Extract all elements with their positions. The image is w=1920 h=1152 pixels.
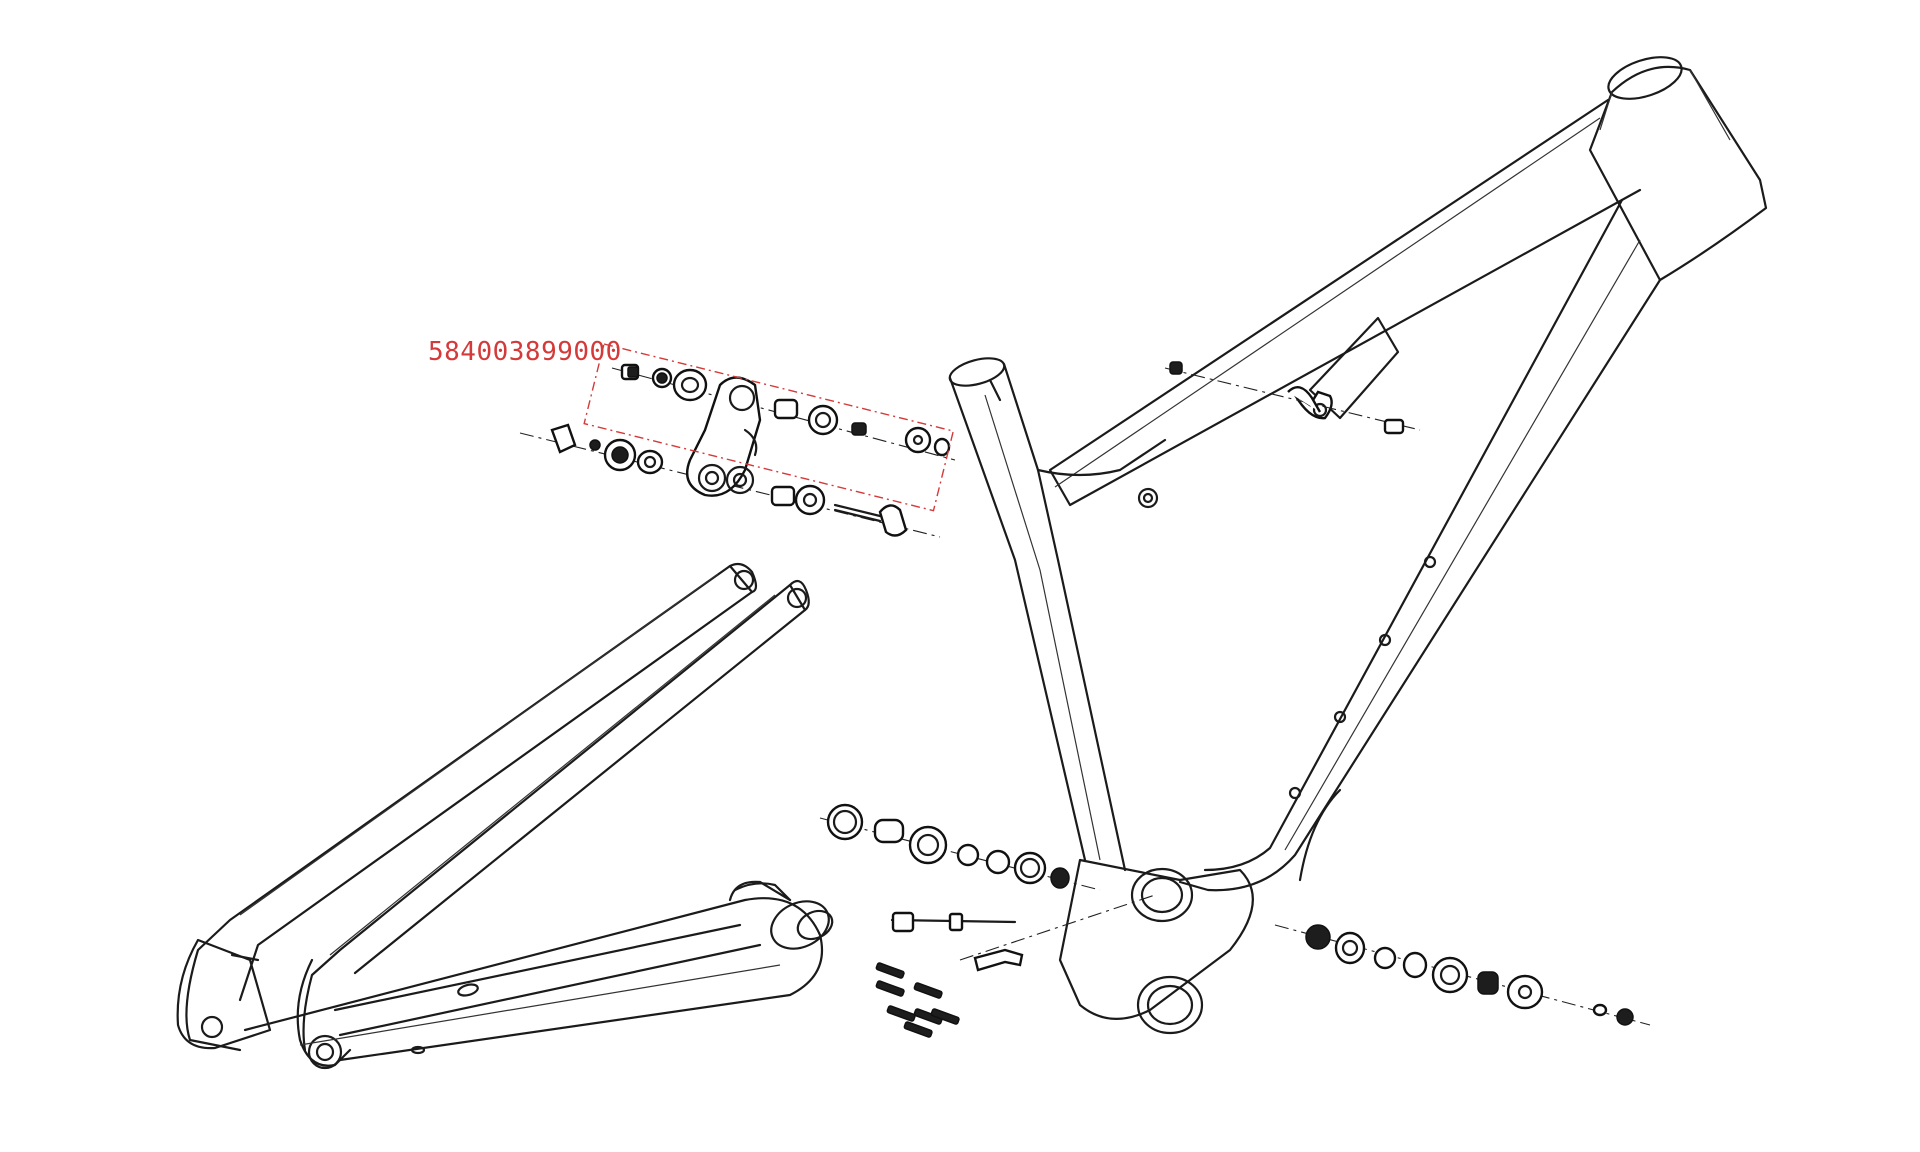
chain-stays <box>243 880 834 1062</box>
bb-hardware <box>1274 924 1651 1026</box>
top-tube <box>1048 98 1642 507</box>
callout-dashed-box <box>583 343 955 512</box>
rocker-assembly <box>519 363 956 538</box>
dropouts <box>176 938 352 1070</box>
main-frame <box>948 56 1768 1035</box>
seat-tube <box>948 357 1127 872</box>
lower-hardware <box>550 423 908 537</box>
callout-part-number: 584003899000 <box>428 337 622 367</box>
rocker-link <box>685 376 762 497</box>
upper-hardware <box>620 363 951 457</box>
shock-mount <box>1036 438 1167 509</box>
seat-stays <box>185 562 810 1052</box>
bottom-bracket <box>1058 858 1254 1035</box>
small-bolts <box>875 962 960 1038</box>
down-tube <box>1178 198 1662 892</box>
rear-triangle <box>176 562 834 1070</box>
main-pivot-hardware <box>819 803 1156 972</box>
top-tube-bolt <box>1164 361 1421 435</box>
part-callout: 584003899000 <box>428 337 955 512</box>
head-tube <box>1588 56 1768 282</box>
